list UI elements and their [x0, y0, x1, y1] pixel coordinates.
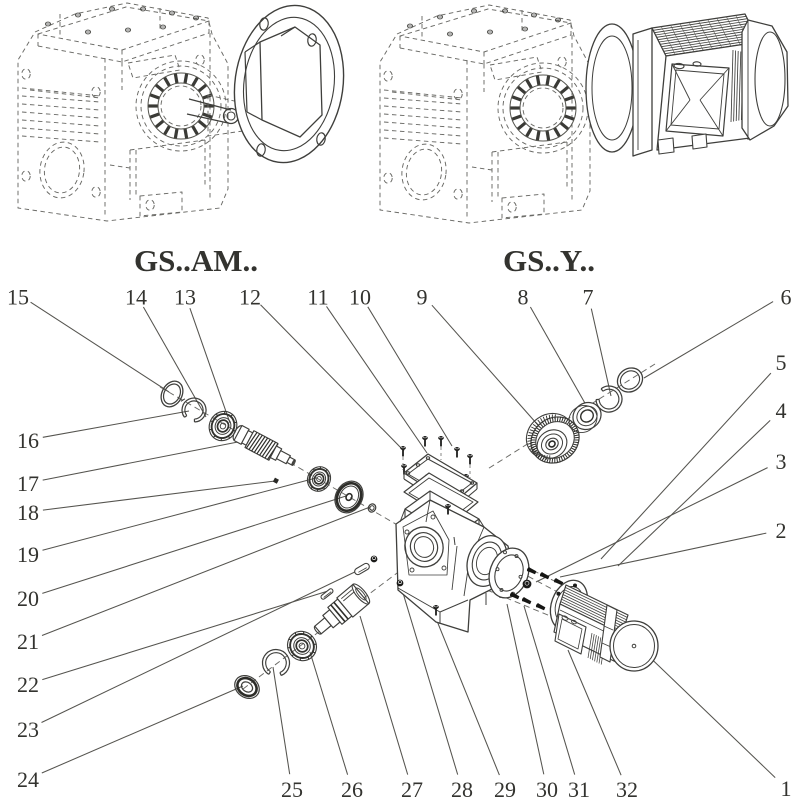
svg-text:15: 15 — [7, 285, 29, 310]
svg-text:17: 17 — [17, 471, 39, 496]
svg-text:22: 22 — [17, 672, 39, 697]
svg-text:GS..Y..: GS..Y.. — [503, 243, 595, 278]
svg-text:7: 7 — [583, 285, 594, 310]
svg-text:13: 13 — [174, 285, 196, 310]
svg-text:27: 27 — [401, 777, 423, 800]
svg-text:11: 11 — [307, 285, 328, 310]
svg-text:4: 4 — [776, 398, 787, 423]
svg-text:23: 23 — [17, 717, 39, 742]
svg-text:12: 12 — [239, 285, 261, 310]
svg-text:2: 2 — [776, 518, 787, 543]
svg-text:30: 30 — [536, 777, 558, 800]
svg-text:18: 18 — [17, 500, 39, 525]
svg-text:19: 19 — [17, 542, 39, 567]
svg-text:29: 29 — [494, 777, 516, 800]
svg-text:14: 14 — [125, 285, 147, 310]
svg-text:5: 5 — [776, 350, 787, 375]
svg-text:25: 25 — [281, 777, 303, 800]
svg-text:31: 31 — [568, 777, 590, 800]
svg-text:GS..AM..: GS..AM.. — [134, 243, 258, 278]
svg-text:6: 6 — [781, 285, 792, 310]
svg-text:8: 8 — [518, 285, 529, 310]
svg-text:28: 28 — [451, 777, 473, 800]
svg-text:10: 10 — [349, 285, 371, 310]
svg-text:21: 21 — [17, 629, 39, 654]
svg-text:20: 20 — [17, 586, 39, 611]
svg-text:9: 9 — [417, 285, 428, 310]
svg-text:1: 1 — [781, 776, 792, 800]
svg-text:32: 32 — [616, 777, 638, 800]
svg-text:16: 16 — [17, 428, 39, 453]
svg-text:3: 3 — [776, 449, 787, 474]
svg-text:26: 26 — [341, 777, 363, 800]
svg-text:24: 24 — [17, 767, 39, 792]
